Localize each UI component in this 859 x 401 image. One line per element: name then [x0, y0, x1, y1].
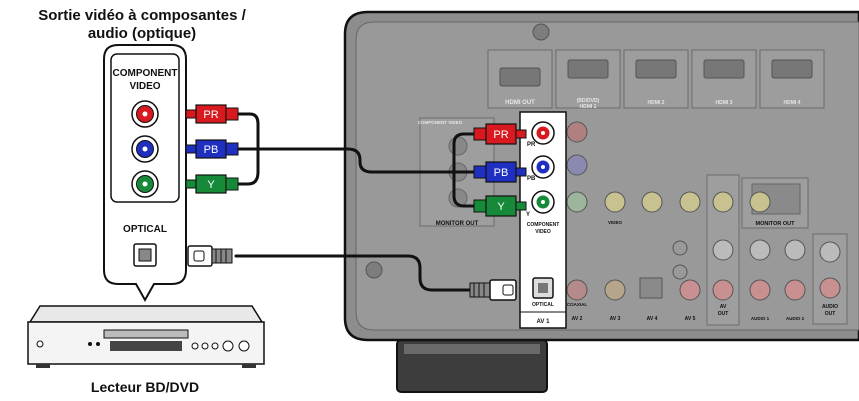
- diagram-title-line1: Sortie vidéo à composantes /: [38, 7, 246, 24]
- plug-pr-player: PR: [185, 104, 239, 124]
- receiver-rear-panel: HDMI OUT (BD/DVD) HDMI 1 HDMI 2 HDMI 3 H…: [343, 10, 859, 393]
- svg-text:AV 3: AV 3: [610, 316, 621, 322]
- bd-dvd-player: [27, 305, 265, 368]
- svg-text:COMPONENT VIDEO: COMPONENT VIDEO: [418, 120, 463, 125]
- diagram-title-line2: audio (optique): [88, 25, 196, 42]
- svg-text:PB: PB: [527, 176, 536, 182]
- hdmi3-label: HDMI 3: [716, 100, 733, 106]
- svg-text:OUT: OUT: [718, 311, 729, 317]
- monitor-out-left-label: MONITOR OUT: [436, 221, 479, 227]
- av1-label: AV 1: [537, 319, 551, 325]
- screw-icon: [532, 23, 550, 41]
- hdmi4-label: HDMI 4: [784, 100, 801, 106]
- svg-text:AV 4: AV 4: [647, 316, 658, 322]
- plug-pr-label: PR: [203, 109, 218, 121]
- svg-text:AV 5: AV 5: [685, 316, 696, 322]
- svg-text:OPTICAL: OPTICAL: [532, 302, 554, 308]
- plug-pb-label: PB: [204, 144, 219, 156]
- svg-text:OUT: OUT: [825, 311, 836, 317]
- optical-cable: [187, 245, 517, 301]
- bubble-component-label: COMPONENT: [113, 68, 178, 79]
- svg-text:AUDIO 2: AUDIO 2: [786, 316, 805, 321]
- plug-y-receiver: Y: [473, 195, 527, 217]
- bubble-optical-label: OPTICAL: [123, 224, 167, 235]
- svg-text:PR: PR: [527, 142, 536, 148]
- svg-text:AUDIO: AUDIO: [822, 304, 838, 310]
- svg-text:VIDEO: VIDEO: [129, 81, 160, 92]
- svg-text:AV: AV: [720, 304, 727, 310]
- player-label: Lecteur BD/DVD: [91, 379, 199, 395]
- component-cable: [236, 112, 478, 208]
- screw-icon: [365, 261, 383, 279]
- plug-pr-receiver: PR: [473, 123, 527, 145]
- svg-text:PR: PR: [493, 129, 508, 141]
- other-jacks: COAXIAL AV 2 VIDEO AV 3 AV 4 AV 5 AV OUT: [566, 121, 848, 326]
- svg-text:Y: Y: [526, 212, 530, 218]
- hdmi-row: HDMI OUT (BD/DVD) HDMI 1 HDMI 2 HDMI 3 H…: [487, 49, 825, 110]
- plug-y-label: Y: [207, 179, 215, 191]
- av1-highlight-panel: PR PB Y COMPONENT VIDEO OPTICAL AV 1: [519, 111, 567, 329]
- plug-pb-player: PB: [185, 139, 239, 159]
- svg-text:COMPONENT: COMPONENT: [527, 222, 560, 228]
- plug-pb-receiver: PB: [473, 161, 527, 183]
- hdmi-out-label: HDMI OUT: [505, 100, 535, 106]
- svg-text:VIDEO: VIDEO: [535, 229, 551, 235]
- plug-y-player: Y: [185, 174, 239, 194]
- svg-text:(BD/DVD): (BD/DVD): [577, 98, 600, 104]
- svg-text:Y: Y: [497, 201, 505, 213]
- svg-text:COAXIAL: COAXIAL: [567, 302, 588, 307]
- svg-text:AUDIO 1: AUDIO 1: [751, 316, 770, 321]
- hdmi1-label: HDMI 1: [580, 104, 597, 110]
- hdmi2-label: HDMI 2: [648, 100, 665, 106]
- power-icon: [36, 340, 44, 348]
- monitor-out-right-label: MONITOR OUT: [755, 221, 795, 227]
- svg-text:PB: PB: [494, 167, 509, 179]
- svg-text:VIDEO: VIDEO: [608, 220, 623, 225]
- svg-text:AV 2: AV 2: [572, 316, 583, 322]
- player-output-callout: COMPONENT VIDEO OPTICAL: [103, 44, 187, 303]
